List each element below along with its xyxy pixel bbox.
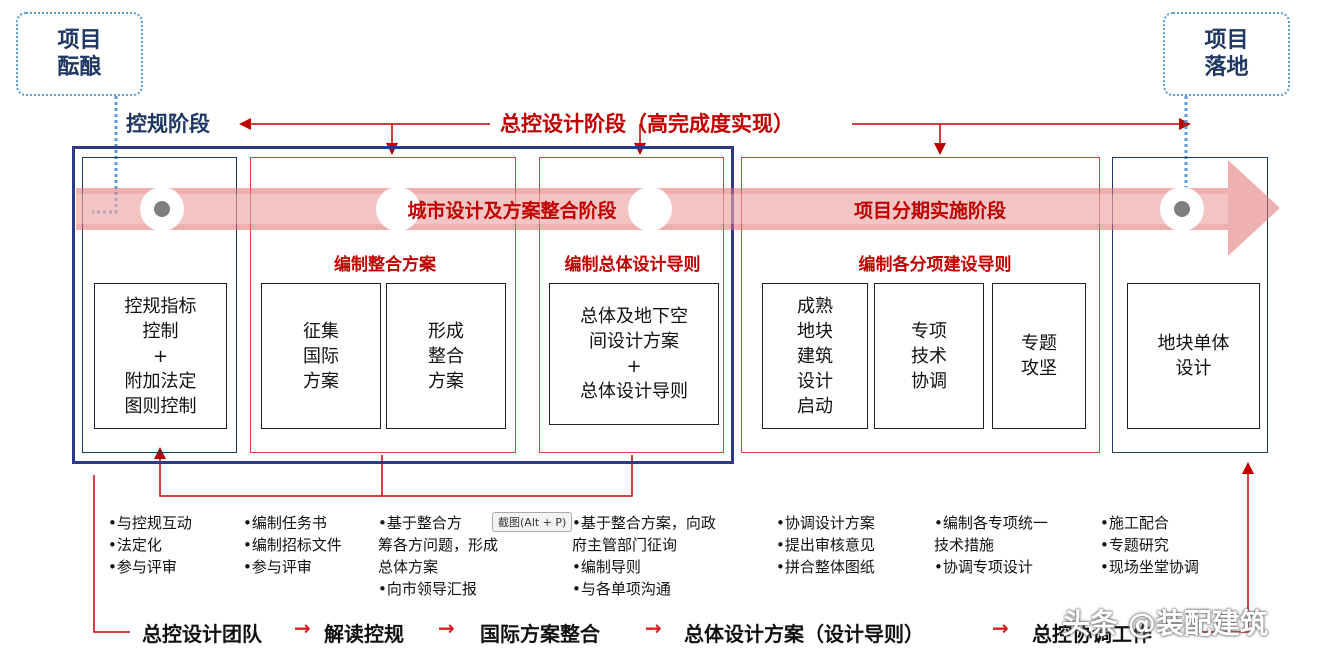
bullet-item: •编制各专项统一 技术措施 <box>934 514 1048 554</box>
bullet-item: •参与评审 <box>243 558 312 576</box>
step-interpret-regulation: 解读控规 <box>324 622 404 646</box>
subtitle-sub-guidelines: 编制各分项建设导则 <box>858 255 1012 275</box>
landing-line2: 落地 <box>1204 55 1249 80</box>
step-arrow-2: → <box>438 616 455 640</box>
bullets-col4: •基于整合方案，向政 府主管部门征询 •编制导则 •与各单项沟通 <box>572 512 716 600</box>
section-landing <box>1112 157 1268 453</box>
watermark: 头条 @装配建筑 <box>1062 607 1268 640</box>
card-master-design: 总体及地下空 间设计方案 + 总体设计导则 <box>549 283 719 425</box>
bullet-item: •施工配合 <box>1100 514 1169 532</box>
bullet-item: •编制任务书 <box>243 514 327 532</box>
bullet-item: •协调专项设计 <box>934 558 1033 576</box>
feedback-loop <box>154 447 383 497</box>
card-plot-architecture: 成熟 地块 建筑 设计 启动 <box>762 283 868 429</box>
incubation-line1: 项目 <box>57 28 102 53</box>
landing-line1: 项目 <box>1204 28 1249 53</box>
bullets-col5: •协调设计方案 •提出审核意见 •拼合整体图纸 <box>776 512 875 578</box>
card-special-coordination: 专项 技术 协调 <box>874 283 984 429</box>
bullets-col2: •编制任务书 •编制招标文件 •参与评审 <box>243 512 342 578</box>
section-regulatory <box>82 157 237 453</box>
sub-pointer-1 <box>424 239 452 253</box>
bullets-col1: •与控规互动 •法定化 •参与评审 <box>108 512 192 578</box>
bullet-item: •拼合整体图纸 <box>776 558 875 576</box>
band-shape <box>76 160 1280 256</box>
card-international-proposals: 征集 国际 方案 <box>261 283 381 429</box>
regulatory-stage-label: 控规阶段 <box>126 112 210 136</box>
incubation-line2: 酝酿 <box>57 55 102 80</box>
bullet-item: •协调设计方案 <box>776 514 875 532</box>
milestone-dot-1 <box>154 201 170 217</box>
step-master-coordination: 总控协调工作 <box>1032 622 1152 646</box>
bullet-item: •与各单项沟通 <box>572 580 671 598</box>
step-master-team: 总控设计团队 <box>142 622 262 646</box>
milestone-dot-4 <box>1174 201 1190 217</box>
project-landing-box: 项目 落地 <box>1163 12 1290 96</box>
bullets-col7: •施工配合 •专题研究 •现场坐堂协调 <box>1100 512 1199 578</box>
card-plot-building: 地块单体 设计 <box>1127 283 1260 429</box>
bullet-item: •参与评审 <box>108 558 177 576</box>
milestone-circle-4 <box>1160 187 1204 231</box>
section-implementation <box>741 157 1100 453</box>
milestone-circle-3 <box>628 187 672 231</box>
section-guideline <box>539 157 724 453</box>
milestone-circle-2 <box>376 187 420 231</box>
screenshot-tooltip: 截图(Alt + P) <box>492 512 573 532</box>
sub-pointer-2 <box>900 239 928 253</box>
feedback-loop-2 <box>382 455 633 497</box>
phase-title-urban-design: 城市设计及方案整合阶段 <box>407 200 617 222</box>
project-incubation-box: 项目 酝酿 <box>16 12 143 96</box>
regulatory-frame <box>72 146 734 464</box>
bullet-item: 筹各方问题，形成 总体方案 <box>378 536 499 576</box>
bullet-item: •法定化 <box>108 536 162 554</box>
bullet-item: •编制招标文件 <box>243 536 342 554</box>
outer-loop-right <box>1200 462 1254 633</box>
bullet-item: •现场坐堂协调 <box>1100 558 1199 576</box>
card-integrated-plan: 形成 整合 方案 <box>386 283 506 429</box>
step-arrow-4: → <box>992 616 1009 640</box>
step-arrow-3: → <box>645 616 662 640</box>
bullet-item: •编制导则 <box>572 558 641 576</box>
bullet-item: •提出审核意见 <box>776 536 875 554</box>
bullets-col6: •编制各专项统一 技术措施 •协调专项设计 <box>934 512 1048 578</box>
bullet-item: •基于整合方 <box>378 514 462 532</box>
bullets-col3: •基于整合方 筹各方问题，形成 总体方案 •向市领导汇报 <box>378 512 498 600</box>
section-integration <box>250 157 516 453</box>
bullet-item: •专题研究 <box>1100 536 1169 554</box>
master-control-stage-label: 总控设计阶段（高完成度实现） <box>500 112 794 136</box>
subtitle-master-guideline: 编制总体设计导则 <box>564 255 701 275</box>
bullet-item: •与控规互动 <box>108 514 192 532</box>
bullet-item: •基于整合方案，向政 府主管部门征询 <box>572 514 716 554</box>
card-regulatory-control: 控规指标 控制 + 附加法定 图则控制 <box>94 283 227 429</box>
step-arrow-1: → <box>294 616 311 640</box>
step-master-design-plan: 总体设计方案（设计导则） <box>684 622 924 646</box>
subtitle-integration-plan: 编制整合方案 <box>334 255 436 275</box>
milestone-circle-1 <box>140 187 184 231</box>
phase-title-implementation: 项目分期实施阶段 <box>853 200 1006 222</box>
step-international-integration: 国际方案整合 <box>480 622 600 646</box>
outer-loop <box>93 475 130 633</box>
bullet-item: •向市领导汇报 <box>378 580 477 598</box>
card-special-topics: 专题 攻坚 <box>992 283 1086 429</box>
